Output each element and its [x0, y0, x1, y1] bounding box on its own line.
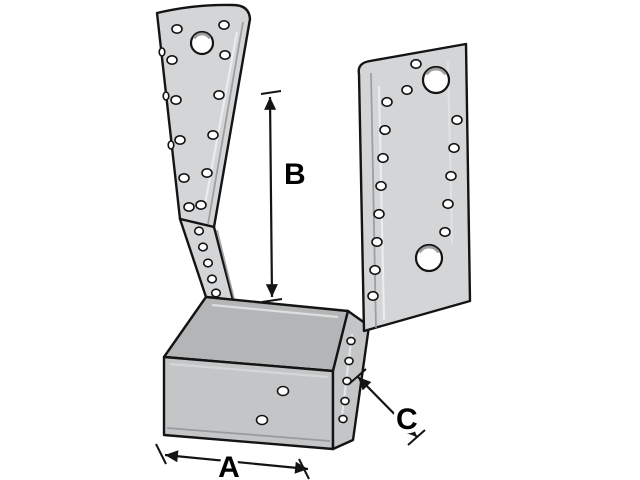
nail-hole [442, 198, 454, 210]
left-flange-plate [155, 3, 252, 229]
nail-hole [379, 124, 391, 136]
bolt-hole [421, 65, 451, 95]
left-flange-highlight [202, 31, 239, 211]
nail-hole [410, 58, 422, 70]
bolt-hole-shadow [425, 67, 447, 76]
seat-front-bottom-crease [166, 427, 331, 442]
nail-hole [166, 54, 178, 65]
nail-hole [377, 152, 389, 164]
seat-front-highlight [169, 362, 329, 379]
nail-hole [375, 180, 387, 192]
nail-hole [193, 226, 205, 236]
seat [162, 295, 350, 451]
seat-holes [255, 385, 290, 426]
nail-hole [276, 385, 290, 397]
dimension-b: B [260, 90, 310, 303]
seat-top-highlight [211, 303, 339, 319]
nail-hole [445, 170, 457, 182]
nail-hole [197, 242, 209, 252]
left-side-plate [178, 217, 235, 302]
nail-hole [338, 414, 348, 424]
nail-hole [171, 23, 183, 34]
nail-hole-edge [167, 140, 175, 150]
nail-hole [174, 135, 186, 146]
nail-hole [210, 288, 222, 298]
bolt-hole-shadow [192, 32, 212, 40]
right-flange [357, 42, 472, 333]
dimension-tick [260, 90, 282, 95]
nail-hole [219, 49, 231, 60]
nail-hole [207, 130, 219, 141]
dimension-line-b [264, 96, 278, 298]
nail-hole [346, 336, 356, 346]
nail-hole [201, 168, 213, 179]
nail-hole [213, 90, 225, 101]
dimension-tick [261, 298, 283, 303]
dimension-line-a [164, 450, 309, 474]
nail-hole [381, 96, 393, 108]
dimension-label-b: B [284, 158, 306, 191]
nail-hole [439, 226, 451, 238]
dimension-line-c [357, 376, 418, 438]
dimension-tick [348, 368, 367, 385]
left-side-plate-holes [193, 226, 222, 298]
nail-hole [369, 264, 381, 276]
dimension-a: A [155, 443, 310, 480]
nail-hole [340, 396, 350, 406]
left-flange [155, 3, 252, 229]
right-flange-highlight-2 [446, 61, 454, 245]
left-flange-fold-crease [207, 21, 244, 225]
nail-hole [373, 208, 385, 220]
nail-hole [401, 84, 413, 96]
right-side-plate-holes [338, 336, 356, 424]
dimensions: B A C [155, 90, 426, 480]
nail-hole [344, 356, 354, 366]
bolt-hole [414, 243, 444, 273]
dimension-label-a: A [218, 451, 240, 480]
nail-hole [195, 200, 207, 211]
left-flange-holes [158, 19, 231, 213]
nail-hole [206, 274, 218, 284]
nail-hole [218, 19, 230, 30]
dimension-tick [155, 443, 167, 465]
dimension-c: C [348, 368, 426, 446]
dimension-label-c: C [396, 403, 418, 436]
nail-hole-edge [158, 47, 166, 57]
bolt-hole-shadow [418, 245, 440, 254]
nail-hole [178, 173, 190, 184]
nail-hole [183, 202, 195, 213]
nail-hole [448, 142, 460, 154]
nail-hole [451, 114, 463, 126]
nail-hole [371, 236, 383, 248]
nail-hole [170, 95, 182, 106]
dimension-tick [407, 429, 426, 446]
left-side-plate-crease [216, 229, 235, 300]
nail-hole [255, 414, 269, 426]
right-flange-holes [367, 58, 463, 302]
right-flange-fold-crease [370, 72, 377, 329]
nail-hole [367, 290, 379, 302]
nail-hole-edge [162, 91, 170, 101]
right-flange-highlight [377, 85, 386, 321]
nail-hole [202, 258, 214, 268]
right-side-plate [331, 309, 371, 451]
joist-hanger-drawing [155, 3, 472, 451]
